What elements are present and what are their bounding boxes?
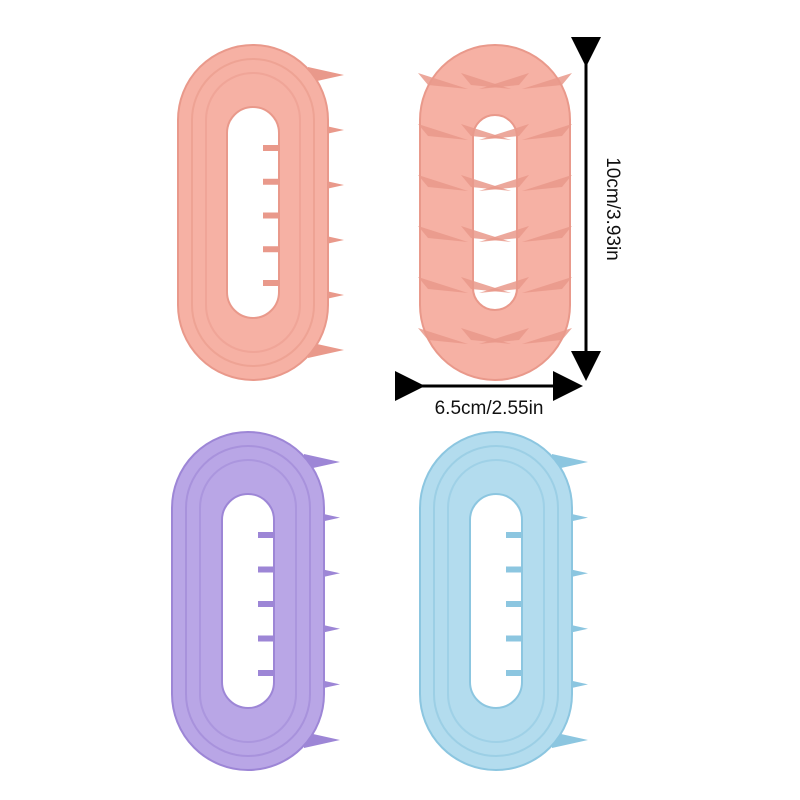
- width-label: 6.5cm/2.55in: [434, 398, 544, 419]
- purple-brush: [171, 431, 340, 771]
- pink-brush-side: [177, 44, 344, 381]
- height-label: 10cm/3.93in: [602, 157, 623, 261]
- blue-brush: [419, 431, 588, 771]
- pink-brush-front: [418, 44, 572, 381]
